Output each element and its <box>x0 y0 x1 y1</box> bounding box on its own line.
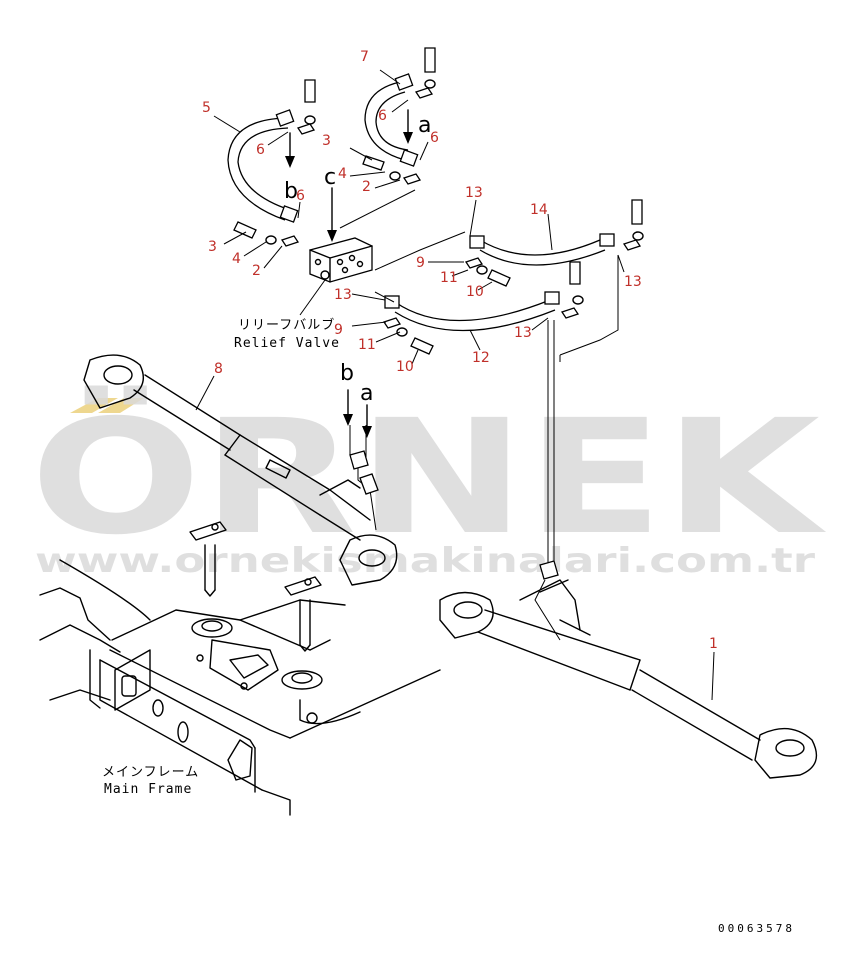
watermark-brand: ÖRNEK <box>30 384 827 570</box>
part-number-label: 5 <box>202 100 211 116</box>
cylinder-8 <box>83 354 398 586</box>
text-labels: リリーフバルブ Relief Valve メインフレーム Main Frame … <box>102 317 795 935</box>
part-number-label: 4 <box>338 166 347 182</box>
relief-valve-block <box>299 237 373 316</box>
part-numbers: 7 5 6 6 6 6 3 4 2 3 4 2 13 14 9 11 10 13… <box>202 49 718 652</box>
hose-5 <box>227 117 291 221</box>
relief-valve-label-jp: リリーフバルブ <box>238 317 335 333</box>
part-number-label: 10 <box>466 284 484 300</box>
part-number-label: 14 <box>530 202 548 218</box>
main-frame-label-jp: メインフレーム <box>102 765 199 780</box>
view-letter: a <box>418 113 431 138</box>
part-number-label: 11 <box>440 270 458 286</box>
hose-7 <box>364 81 409 161</box>
relief-valve-label-en: Relief Valve <box>234 336 340 351</box>
part-number-label: 6 <box>430 130 439 146</box>
part-number-label: 13 <box>514 325 532 341</box>
part-number-label: 9 <box>334 322 343 338</box>
cylinder-1 <box>439 579 818 779</box>
hose-14 <box>479 239 606 266</box>
main-frame <box>39 559 441 816</box>
pipe-lines <box>339 189 619 641</box>
watermark-website: www.ornekismakinalari.com.tr <box>35 541 815 581</box>
fittings <box>233 47 644 355</box>
view-letter: a <box>360 381 373 406</box>
part-number-label: 11 <box>358 337 376 353</box>
part-number-label: 3 <box>208 239 217 255</box>
watermark: ÖRNEK www.ornekismakinalari.com.tr <box>30 384 827 581</box>
mounting-pin <box>189 521 322 652</box>
part-number-label: 10 <box>396 359 414 375</box>
view-arrows <box>285 109 413 438</box>
part-number-label: 13 <box>624 274 642 290</box>
part-number-label: 3 <box>322 133 331 149</box>
view-letter: b <box>284 179 298 204</box>
part-number-label: 4 <box>232 251 241 267</box>
part-number-label: 6 <box>378 108 387 124</box>
watermark-accent-icon <box>98 398 144 413</box>
part-number-label: 1 <box>709 636 718 652</box>
view-letter: b <box>340 361 354 386</box>
part-number-label: 6 <box>296 188 305 204</box>
part-number-label: 6 <box>256 142 265 158</box>
part-number-label: 8 <box>214 361 223 377</box>
view-letters: c a b b a <box>284 113 431 406</box>
part-number-label: 7 <box>360 49 369 65</box>
part-number-label: 2 <box>362 179 371 195</box>
leader-lines <box>195 69 715 701</box>
part-number-label: 13 <box>334 287 352 303</box>
main-frame-label-en: Main Frame <box>104 782 192 797</box>
part-number-label: 12 <box>472 350 490 366</box>
part-number-label: 9 <box>416 255 425 271</box>
hose-12 <box>394 299 556 332</box>
part-number-label: 13 <box>465 185 483 201</box>
drawing-number: 00063578 <box>718 922 795 935</box>
watermark-accent-icon <box>70 398 118 413</box>
view-letter: c <box>324 165 336 190</box>
part-number-label: 2 <box>252 263 261 279</box>
